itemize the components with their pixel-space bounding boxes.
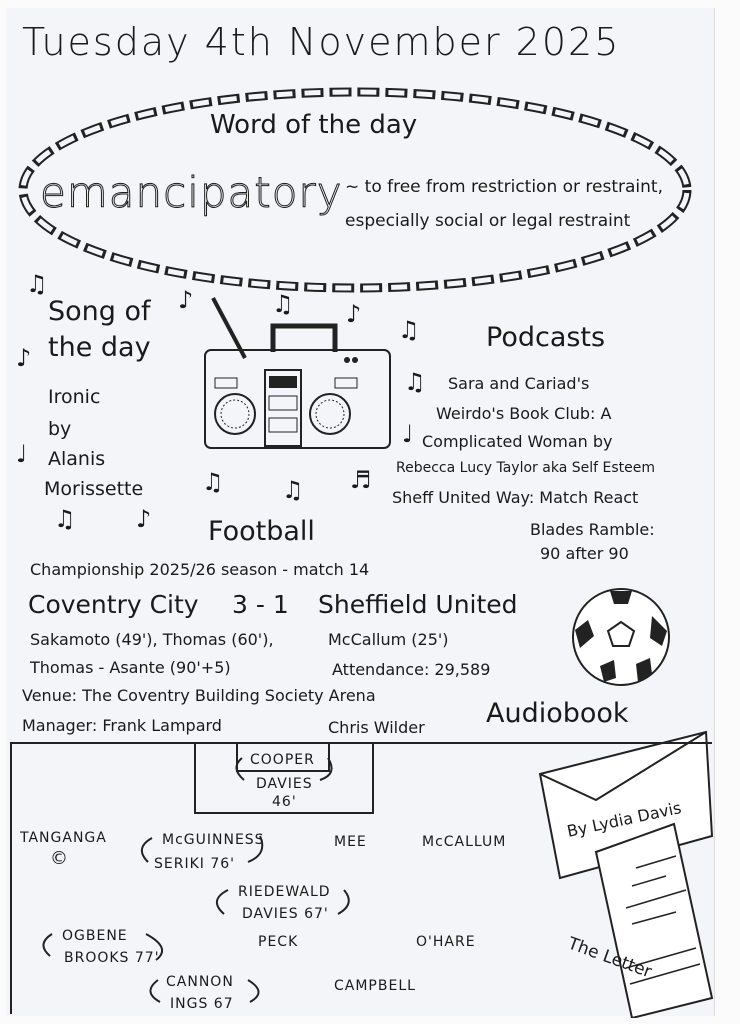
home-team: Coventry City bbox=[28, 590, 199, 619]
music-note-icon: ♬ bbox=[350, 466, 372, 494]
player-on: BROOKS 77' bbox=[64, 950, 160, 966]
song-by: by bbox=[48, 418, 72, 440]
music-note-icon: ♫ bbox=[26, 270, 48, 298]
music-note-icon: ♫ bbox=[398, 316, 420, 344]
substitution-minute: 46' bbox=[272, 794, 297, 810]
podcast-line: Sheff United Way: Match React bbox=[392, 488, 639, 507]
podcast-line: Rebecca Lucy Taylor aka Self Esteem bbox=[396, 460, 655, 476]
music-note-icon: ♩ bbox=[16, 440, 28, 468]
music-note-icon: ♫ bbox=[282, 476, 304, 504]
song-title: Ironic bbox=[48, 386, 101, 408]
player-on: INGS 67 bbox=[170, 996, 234, 1012]
player-captain: TANGANGA bbox=[20, 830, 107, 846]
away-manager: Chris Wilder bbox=[328, 718, 425, 737]
player: McCALLUM bbox=[422, 834, 507, 850]
player-goalkeeper-off: COOPER bbox=[250, 752, 315, 768]
football-heading: Football bbox=[208, 516, 315, 547]
music-note-icon: ♪ bbox=[346, 300, 362, 328]
audiobook-heading: Audiobook bbox=[486, 698, 629, 729]
podcast-line: Complicated Woman by bbox=[422, 432, 613, 451]
song-heading-2: the day bbox=[48, 332, 151, 363]
music-note-icon: ♫ bbox=[272, 290, 294, 318]
substitution-arrows-icon bbox=[42, 757, 350, 1003]
music-note-icon: ♪ bbox=[178, 286, 194, 314]
attendance: Attendance: 29,589 bbox=[332, 660, 491, 679]
player-off: RIEDEWALD bbox=[238, 884, 331, 900]
song-artist-2: Morissette bbox=[44, 478, 144, 500]
music-note-icon: ♩ bbox=[402, 420, 414, 448]
player: PECK bbox=[258, 934, 299, 950]
podcast-line: 90 after 90 bbox=[540, 544, 629, 563]
away-team: Sheffield United bbox=[318, 590, 518, 619]
podcast-line: Blades Ramble: bbox=[530, 520, 655, 539]
music-note-icon: ♫ bbox=[202, 468, 224, 496]
word-of-day: emancipatory bbox=[40, 168, 343, 218]
word-of-day-heading: Word of the day bbox=[210, 110, 418, 140]
podcast-line: Weirdo's Book Club: A bbox=[436, 404, 612, 423]
score: 3 - 1 bbox=[232, 590, 289, 619]
player-off: McGUINNESS bbox=[162, 832, 265, 848]
player: O'HARE bbox=[416, 934, 476, 950]
home-scorers: Sakamoto (49'), Thomas (60'), bbox=[30, 630, 274, 649]
podcast-line: Sara and Cariad's bbox=[448, 374, 590, 393]
player-on: SERIKI 76' bbox=[154, 856, 236, 872]
lineup-pitch: COOPER DAVIES 46' TANGANGA © McGUINNESS … bbox=[10, 742, 712, 1014]
home-manager: Manager: Frank Lampard bbox=[22, 716, 222, 735]
song-heading-1: Song of bbox=[48, 296, 151, 327]
music-note-icon: ♪ bbox=[136, 505, 152, 533]
word-definition: ~ to free from restriction or restraint,… bbox=[345, 177, 663, 231]
podcasts-heading: Podcasts bbox=[486, 322, 606, 353]
player: MEE bbox=[334, 834, 367, 850]
player-off: CANNON bbox=[166, 974, 234, 990]
music-note-icon: ♫ bbox=[404, 368, 426, 396]
player-on: DAVIES 67' bbox=[242, 906, 329, 922]
away-scorers: McCallum (25') bbox=[328, 630, 449, 649]
boombox-icon bbox=[204, 297, 391, 449]
song-artist-1: Alanis bbox=[48, 448, 106, 470]
music-note-icon: ♪ bbox=[16, 344, 32, 372]
venue: Venue: The Coventry Building Society Are… bbox=[22, 686, 376, 705]
envelope-letter-icon bbox=[538, 730, 714, 1018]
football-icon bbox=[572, 588, 670, 686]
player: CAMPBELL bbox=[334, 978, 416, 994]
music-note-icon: ♫ bbox=[54, 505, 76, 533]
player-goalkeeper-on: DAVIES bbox=[256, 776, 313, 792]
competition: Championship 2025/26 season - match 14 bbox=[30, 560, 370, 579]
page-date: Tuesday 4th November 2025 bbox=[22, 20, 621, 64]
player-off: OGBENE bbox=[62, 928, 128, 944]
captain-mark: © bbox=[50, 848, 69, 869]
home-scorers: Thomas - Asante (90'+5) bbox=[30, 658, 231, 677]
